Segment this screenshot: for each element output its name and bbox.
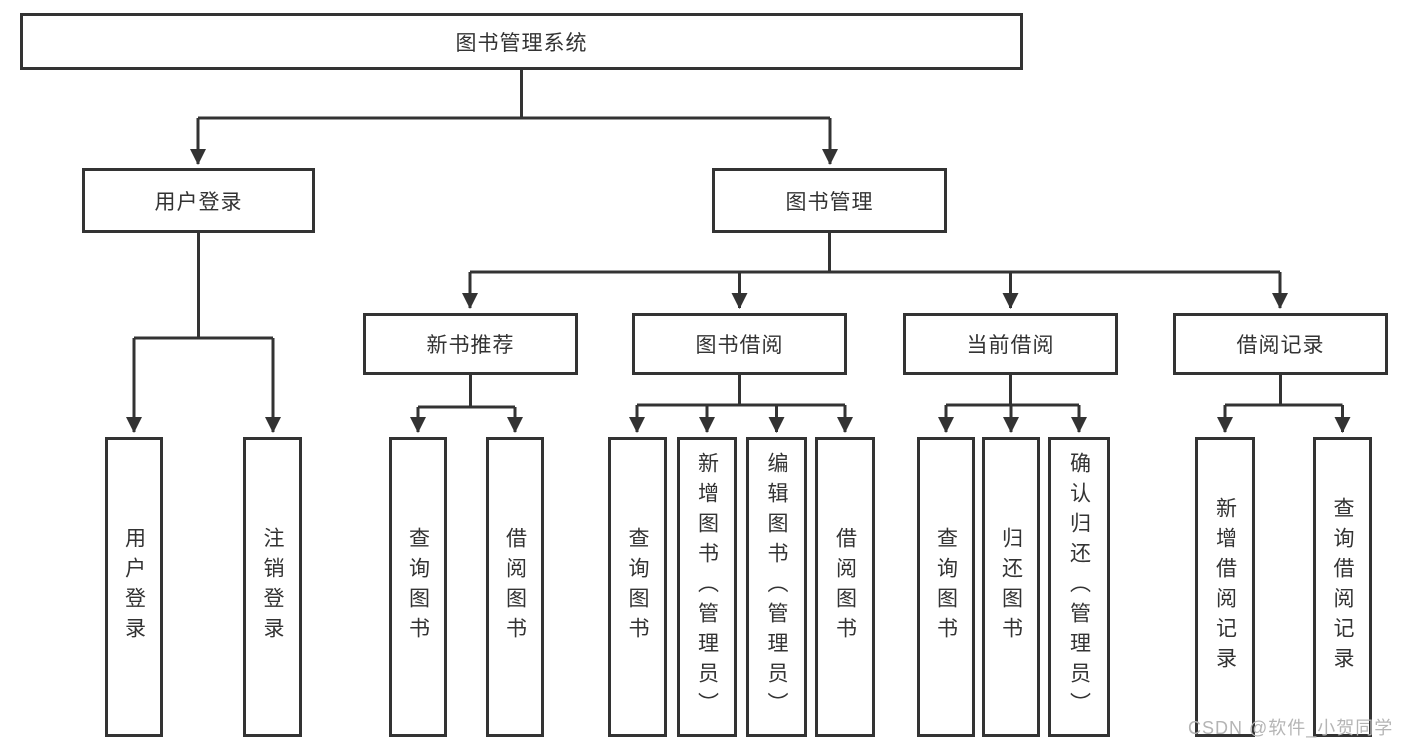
leaf-label: 编辑图书（管理员）	[765, 452, 788, 722]
node-user-login: 用户登录	[82, 168, 315, 233]
leaf-query-books: 查询图书	[608, 437, 667, 737]
leaf-query-books: 查询图书	[917, 437, 975, 737]
leaf-add-borrow-record: 新增借阅记录	[1195, 437, 1255, 737]
leaf-query-borrow-record: 查询借阅记录	[1313, 437, 1372, 737]
leaf-label: 新增借阅记录	[1213, 497, 1237, 677]
leaf-label: 归还图书	[999, 527, 1023, 647]
node-current-borrowing: 当前借阅	[903, 313, 1118, 375]
leaf-label: 查询图书	[406, 527, 430, 647]
leaf-logout: 注销登录	[243, 437, 302, 737]
leaf-label: 确认归还（管理员）	[1067, 452, 1091, 722]
leaf-label: 借阅图书	[833, 527, 857, 647]
node-book-management: 图书管理	[712, 168, 947, 233]
node-library-management-system: 图书管理系统	[20, 13, 1023, 70]
leaf-label: 注销登录	[261, 527, 284, 647]
leaf-label: 用户登录	[122, 527, 146, 647]
leaf-label: 查询借阅记录	[1331, 497, 1354, 677]
csdn-watermark: CSDN @软件_小贺同学	[1188, 718, 1394, 738]
leaf-label: 借阅图书	[503, 527, 527, 647]
leaf-user-login: 用户登录	[105, 437, 163, 737]
leaf-add-books-admin: 新增图书（管理员）	[677, 437, 737, 737]
leaf-label: 查询图书	[626, 527, 649, 647]
leaf-query-books: 查询图书	[389, 437, 447, 737]
node-new-book-recommendation: 新书推荐	[363, 313, 578, 375]
leaf-confirm-return-admin: 确认归还（管理员）	[1048, 437, 1110, 737]
leaf-edit-books-admin: 编辑图书（管理员）	[746, 437, 807, 737]
node-borrowing-records: 借阅记录	[1173, 313, 1388, 375]
leaf-borrow-books: 借阅图书	[486, 437, 544, 737]
node-book-borrowing: 图书借阅	[632, 313, 847, 375]
leaf-label: 新增图书（管理员）	[695, 452, 719, 722]
leaf-return-books: 归还图书	[982, 437, 1040, 737]
leaf-borrow-books: 借阅图书	[815, 437, 875, 737]
leaf-label: 查询图书	[934, 527, 958, 647]
